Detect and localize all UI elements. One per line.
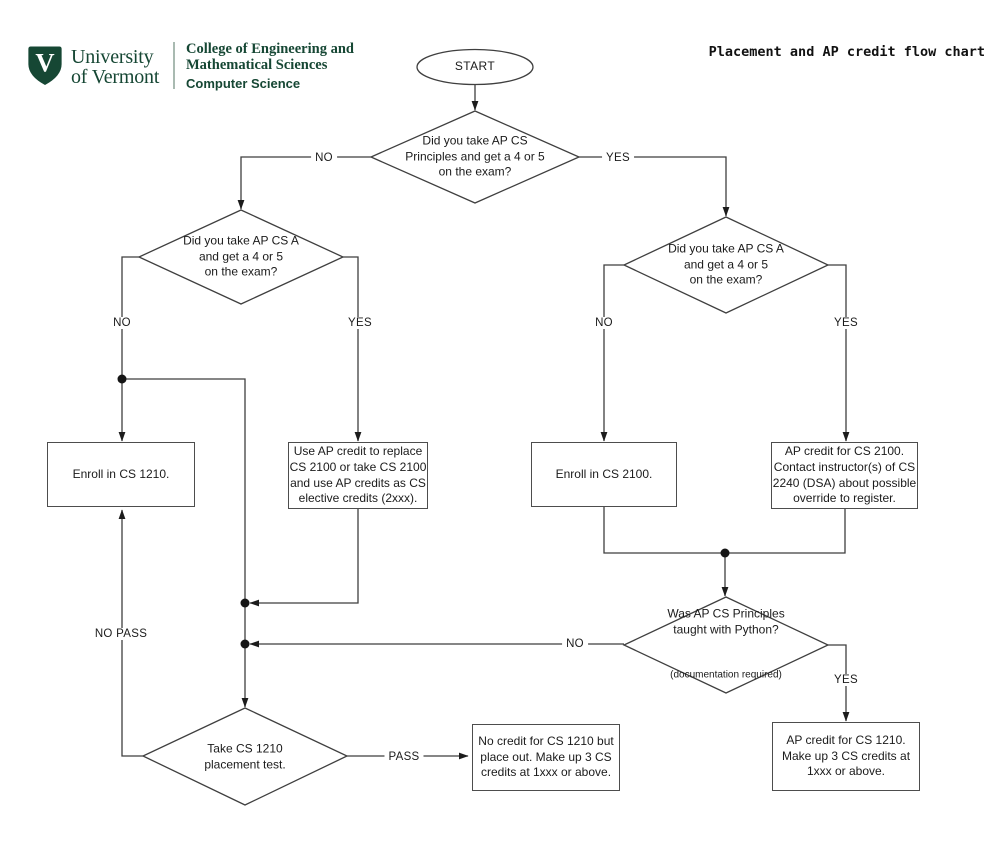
decision-python-question: Was AP CS Principles taught with Python? xyxy=(667,606,785,637)
edge-python-yes xyxy=(828,644,850,722)
edge-label-apcsa-right-yes: YES xyxy=(830,317,862,329)
edge-apcsa-right-no xyxy=(600,264,624,442)
edge-apreplace-merge xyxy=(249,509,359,607)
edge-label-apcsa-right-no: NO xyxy=(591,317,617,329)
start-node-label: START xyxy=(454,59,496,74)
outcome-ap-replace-cs2100: Use AP credit to replace CS 2100 or take… xyxy=(288,442,428,509)
edge-label-placement-pass: PASS xyxy=(384,751,424,763)
edge-placement-nopass xyxy=(118,509,143,757)
junction-dot xyxy=(720,548,730,558)
edge-label-placement-no-pass: NO PASS xyxy=(90,628,152,640)
department-name: Computer Science xyxy=(186,76,301,91)
edge-principles-yes xyxy=(579,156,730,217)
outcome-ap-credit-cs1210: AP credit for CS 1210. Make up 3 CS cred… xyxy=(772,722,920,791)
edge-junction-to-placement xyxy=(122,378,249,708)
edge-label-python-no: NO xyxy=(562,638,588,650)
decision-python-text: Was AP CS Principles taught with Python?… xyxy=(667,576,784,713)
decision-placement-text: Take CS 1210 placement test. xyxy=(204,741,286,771)
logo-divider xyxy=(173,42,175,89)
university-wordmark: University of Vermont xyxy=(71,46,160,89)
decision-apcsa-left-shape xyxy=(137,209,345,305)
decision-principles-shape xyxy=(369,110,581,204)
edge-apcsa-left-yes xyxy=(343,256,362,442)
chart-title: Placement and AP credit flow chart xyxy=(708,44,985,60)
junction-dot xyxy=(117,374,127,384)
edge-label-principles-no: NO xyxy=(311,152,337,164)
uvm-shield-icon: V xyxy=(28,46,62,85)
decision-python-shape xyxy=(622,596,830,694)
junction-dot xyxy=(240,639,250,649)
edge-principles-no xyxy=(237,156,371,210)
uvm-shield-letter: V xyxy=(35,48,54,78)
decision-placement-shape xyxy=(141,707,349,806)
edge-label-apcsa-left-no: NO xyxy=(109,317,135,329)
college-name: College of Engineering and Mathematical … xyxy=(186,41,354,74)
edge-label-apcsa-left-yes: YES xyxy=(344,317,376,329)
outcome-ap-credit-cs2100: AP credit for CS 2100. Contact instructo… xyxy=(771,442,918,509)
edge-apcredit2100-down xyxy=(725,509,846,554)
edge-label-principles-yes: YES xyxy=(602,152,634,164)
edge-enroll2100-down xyxy=(603,507,725,554)
junction-dot xyxy=(240,598,250,608)
start-node-shape xyxy=(416,48,534,86)
decision-apcsa-right-text: Did you take AP CS A and get a 4 or 5 on… xyxy=(668,241,784,287)
decision-python-note: (documentation required) xyxy=(670,669,782,681)
edge-apcsa-right-yes xyxy=(828,264,850,442)
outcome-enroll-cs1210: Enroll in CS 1210. xyxy=(47,442,195,507)
decision-apcsa-right-shape xyxy=(622,216,830,314)
outcome-enroll-cs2100: Enroll in CS 2100. xyxy=(531,442,677,507)
decision-apcsa-left-text: Did you take AP CS A and get a 4 or 5 on… xyxy=(183,233,299,279)
edge-apcsa-left-no xyxy=(118,256,139,442)
edge-label-python-yes: YES xyxy=(830,674,862,686)
decision-principles-text: Did you take AP CS Principles and get a … xyxy=(405,133,545,179)
outcome-no-credit-cs1210: No credit for CS 1210 but place out. Mak… xyxy=(472,724,620,791)
